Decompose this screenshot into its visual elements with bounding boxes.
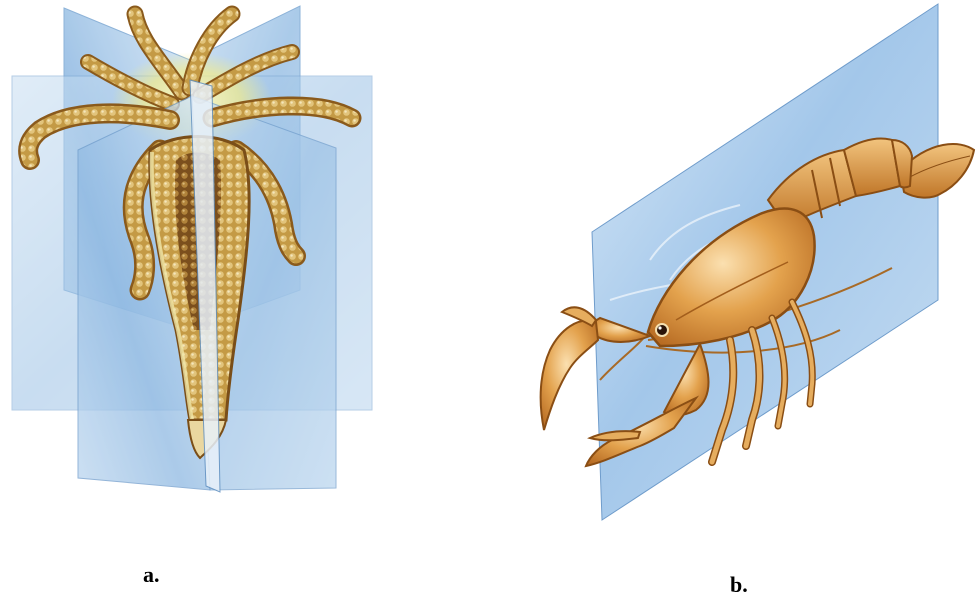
hydra-illustration bbox=[0, 0, 420, 520]
panel-b-crayfish-bilateral-symmetry bbox=[500, 0, 977, 540]
panel-a-hydra-radial-symmetry bbox=[0, 0, 420, 520]
crayfish-eye bbox=[656, 324, 668, 336]
panel-b-caption: b. bbox=[730, 572, 748, 598]
panel-a-caption: a. bbox=[143, 562, 160, 588]
eye-highlight bbox=[658, 326, 661, 329]
crayfish-illustration bbox=[500, 0, 977, 540]
